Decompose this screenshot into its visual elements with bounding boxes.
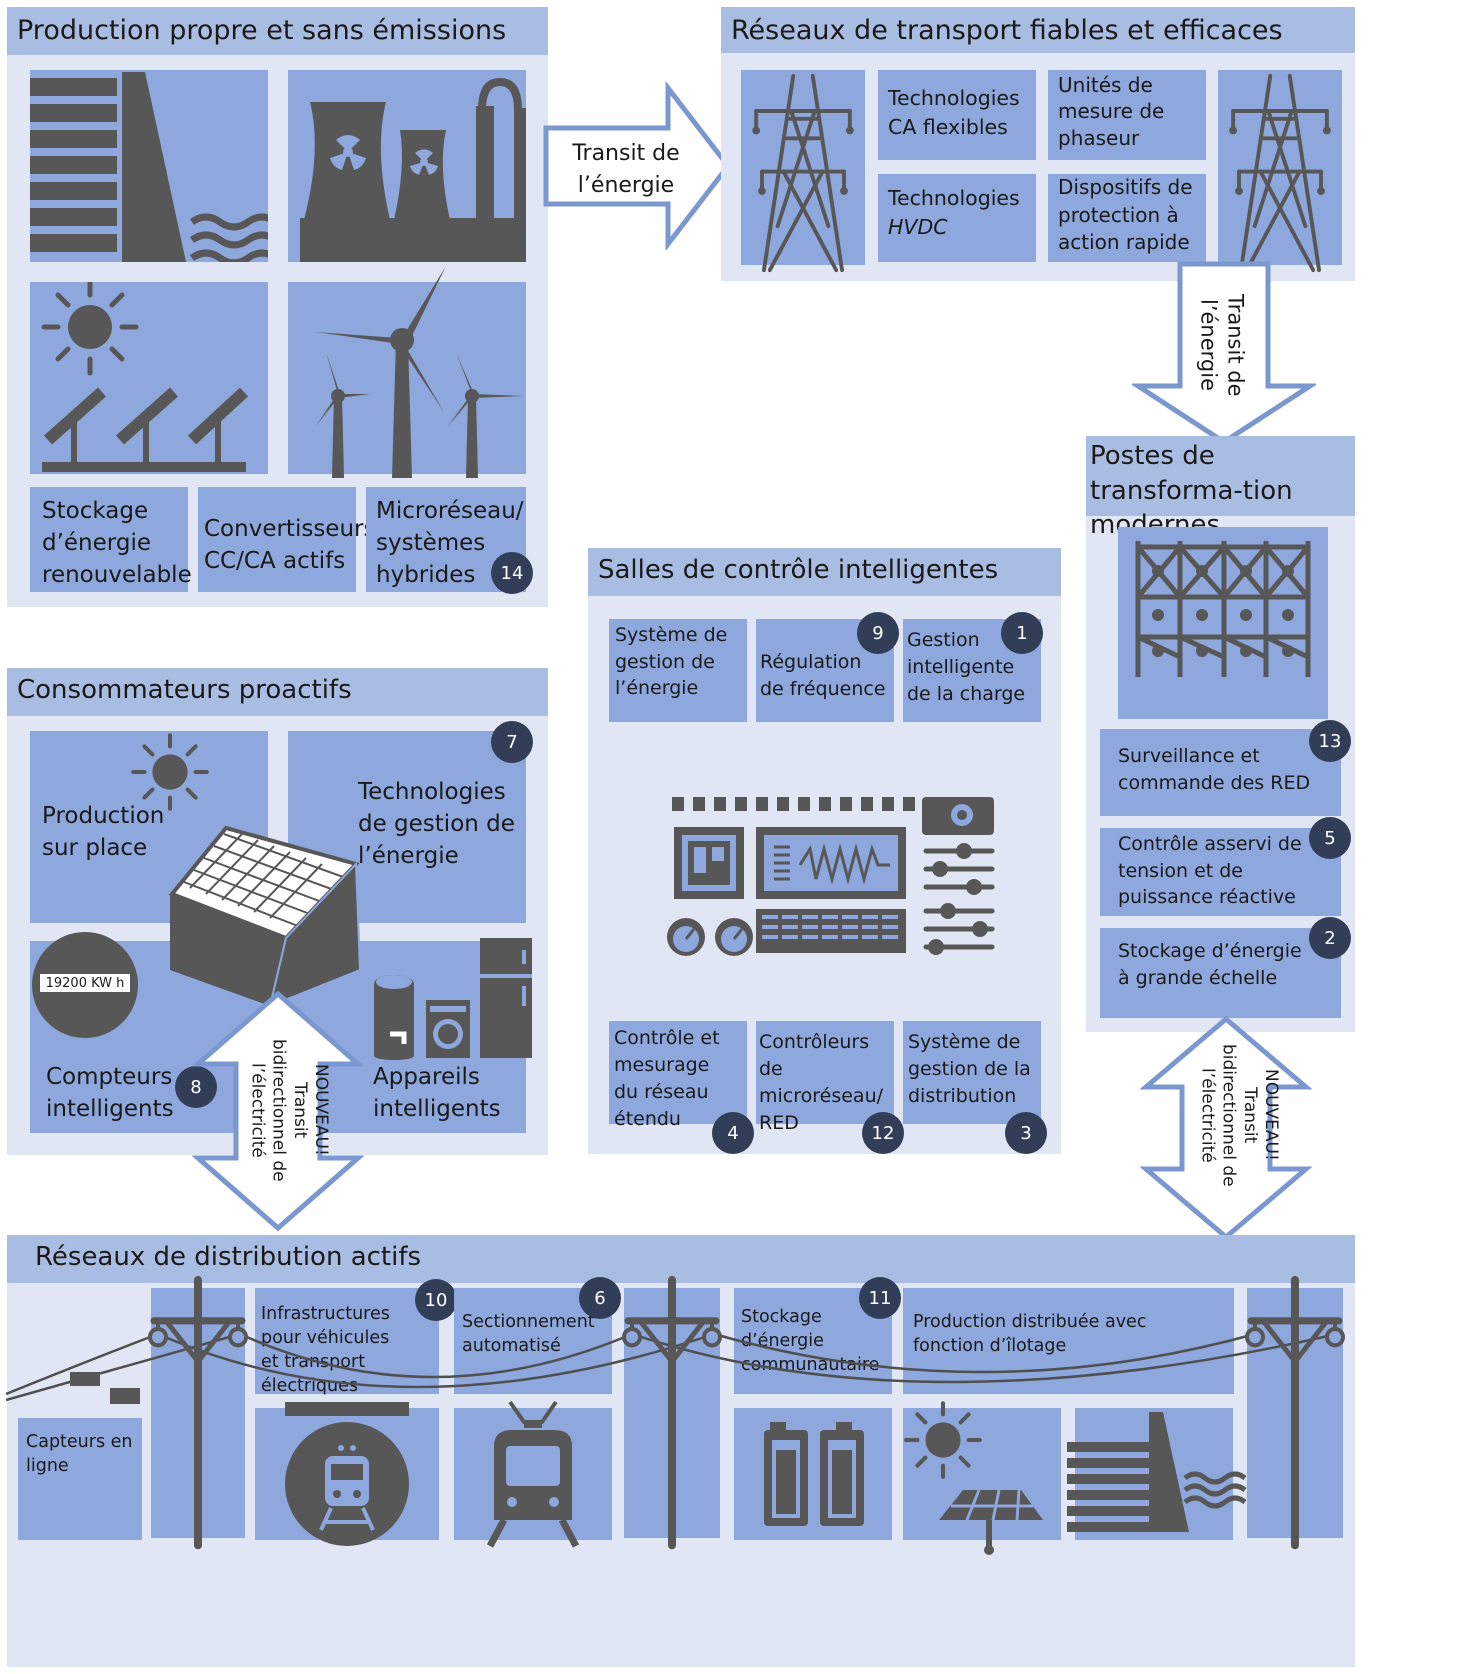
hydro-tile — [30, 70, 268, 262]
badge-1: 1 — [1001, 612, 1043, 654]
smart-home-icon — [168, 825, 362, 1008]
battery-icon — [764, 1422, 864, 1526]
train-tile — [255, 1402, 439, 1546]
distribution-item-infrastructures: Infrastructures pour véhicules et transp… — [255, 1288, 439, 1396]
distributed-hydro-tile — [1067, 1408, 1247, 1540]
postes-title: Postes de transforma-tion modernes — [1086, 436, 1355, 540]
substation-tile — [1118, 527, 1328, 719]
train-icon — [285, 1402, 409, 1546]
nuclear-tile — [288, 70, 526, 262]
pylon-tile-left — [741, 70, 865, 273]
transport-item-phaseur: Unités de mesure de phaseur — [1048, 70, 1206, 160]
badge-13: 13 — [1309, 720, 1351, 762]
transport-item-protection: Dispositifs de protection à action rapid… — [1048, 174, 1206, 262]
badge-14: 14 — [491, 552, 533, 594]
badge-2: 2 — [1309, 917, 1351, 959]
badge-10: 10 — [415, 1279, 457, 1321]
badge-8: 8 — [175, 1066, 217, 1108]
hvdc-abbrev: HVDC — [888, 214, 948, 239]
badge-6: 6 — [579, 1277, 621, 1319]
postes-item-controle-asservi: Contrôle asservi de tension et de puissa… — [1100, 828, 1341, 916]
distribution-title: Réseaux de distribution actifs — [7, 1235, 1355, 1283]
bidirectional-left-label: NOUVEAU! Transit bidirectionnel de l’éle… — [247, 1038, 331, 1182]
badge-3: 3 — [1005, 1112, 1047, 1154]
salles-item-gestion-energie: Système de gestion de l’énergie — [609, 619, 747, 722]
tram-tile — [454, 1400, 612, 1548]
salles-item-microreseau: Contrôleurs de microréseau/ RED — [756, 1021, 894, 1134]
pylon-icon — [1227, 73, 1333, 273]
energy-flow-arrow-down — [1132, 261, 1316, 445]
energy-flow-arrow-right — [543, 82, 732, 250]
distribution-item-production: Production distribuée avec fonction d’îl… — [903, 1288, 1234, 1394]
salles-item-distribution: Système de gestion de la distribution — [903, 1021, 1041, 1124]
postes-item-surveillance: Surveillance et commande des RED — [1100, 729, 1341, 816]
transport-item-ca-flexibles: Technologies CA flexibles — [878, 70, 1036, 160]
energy-flow-top-label: Transit de l’énergie — [572, 141, 680, 198]
wind-tile — [288, 266, 526, 478]
badge-9: 9 — [857, 612, 899, 654]
salles-item-reseau-etendu: Contrôle et mesurage du réseau étendu — [609, 1021, 747, 1130]
production-title: Production propre et sans émissions — [7, 7, 548, 55]
transport-title: Réseaux de transport fiables et efficace… — [721, 7, 1355, 53]
substation-icon — [1135, 541, 1311, 677]
control-room-icon — [667, 797, 995, 956]
distributed-hydro-icon — [1067, 1412, 1247, 1532]
badge-4: 4 — [712, 1112, 754, 1154]
hydro-dam-icon — [30, 72, 268, 262]
production-item-stockage: Stockage d’énergie renouvelable — [30, 487, 192, 592]
tram-icon — [486, 1400, 580, 1548]
solar-tile — [30, 282, 268, 474]
battery-tile — [734, 1408, 892, 1540]
nuclear-plant-icon — [300, 78, 526, 262]
wind-turbines-icon — [316, 266, 524, 478]
distributed-solar-tile — [903, 1408, 1061, 1555]
hvdc-label: Technologies — [888, 186, 1020, 210]
salles-title: Salles de contrôle intelligentes — [588, 548, 1061, 596]
pylon-tile-right — [1218, 70, 1342, 273]
consommateurs-title: Consommateurs proactifs — [7, 668, 548, 716]
distributed-solar-icon — [903, 1408, 1043, 1555]
pole-tile-2 — [624, 1288, 720, 1538]
postes-item-stockage: Stockage d’énergie à grande échelle — [1100, 928, 1341, 1018]
bidirectional-right-label: NOUVEAU! Transit bidirectionnel de l’éle… — [1197, 1043, 1281, 1187]
technologies-label: Technologies de gestion de l’énergie — [358, 779, 515, 870]
compteurs-label: Compteurs intelligents — [46, 1064, 174, 1123]
capteurs-tile: Capteurs en ligne — [18, 1418, 142, 1540]
transport-item-hvdc: Technologies HVDC — [878, 174, 1036, 262]
badge-5: 5 — [1309, 817, 1351, 859]
appliances-icon — [374, 938, 532, 1060]
production-item-microreseau: Microréseau/ systèmes hybrides — [366, 487, 526, 592]
production-item-convertisseurs: Convertisseurs CC/CA actifs — [198, 487, 375, 592]
appareils-label: Appareils intelligents — [373, 1064, 501, 1123]
energy-flow-right-label: Transit de l’énergie — [1196, 293, 1248, 397]
meter-display: 19200 KW h — [38, 972, 132, 994]
pylon-icon — [750, 73, 856, 273]
pole-tile-3 — [1247, 1288, 1343, 1538]
production-sur-place-label: Production sur place — [42, 803, 165, 862]
bidirectional-arrow-left — [192, 990, 364, 1232]
badge-12: 12 — [862, 1112, 904, 1154]
badge-7: 7 — [491, 721, 533, 763]
badge-11: 11 — [859, 1277, 901, 1319]
pole-tile-1 — [151, 1288, 245, 1538]
solar-panels-icon — [30, 282, 249, 472]
